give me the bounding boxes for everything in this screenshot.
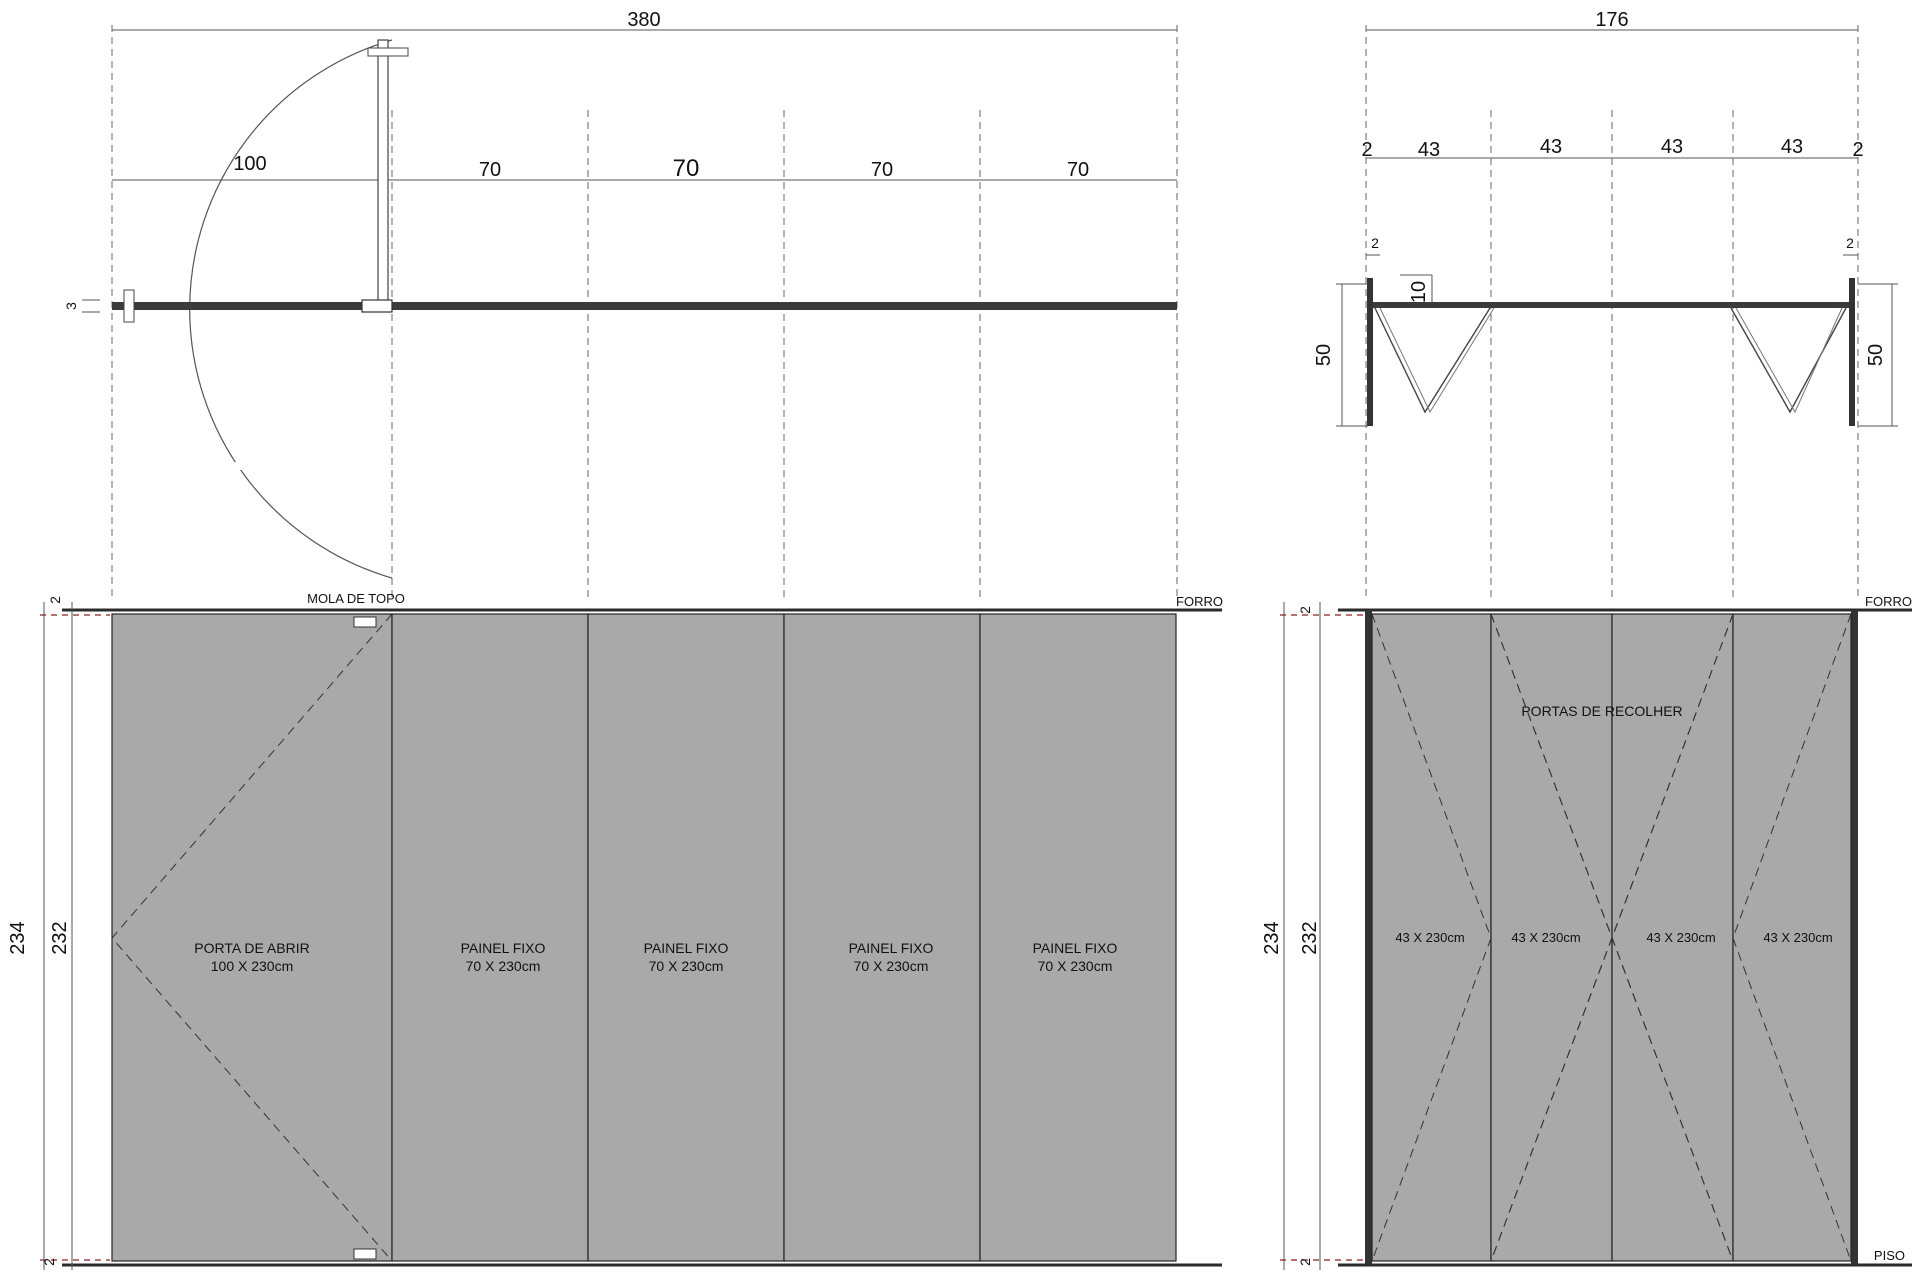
right-offset-label: 10: [1408, 281, 1430, 303]
fixed-panel-1-title: PAINEL FIXO: [461, 940, 546, 956]
glass-track-plan: [112, 302, 1177, 310]
right-floor-label: PISO: [1874, 1248, 1905, 1263]
top-closer-hardware: [353, 616, 377, 628]
fixed-panel-3-size: 70 X 230cm: [854, 958, 929, 974]
right-elevation-post-left: [1365, 610, 1372, 1265]
right-elevation: FORRO PISO PORTAS DE RECOLHER 43 X 230cm…: [1261, 594, 1912, 1270]
right-overall-label: 176: [1595, 9, 1628, 31]
left-total-height-label: 234: [7, 921, 29, 954]
door-swing-indicator: [111, 613, 393, 1262]
segment-label-panel-3: 70: [871, 159, 893, 181]
segment-label-panel-1: 70: [479, 159, 501, 181]
left-top-gap-label: 2: [47, 596, 63, 604]
left-elevation: MOLA DE TOPO FORRO PORTA DE ABRIR 100 X …: [7, 591, 1223, 1270]
right-plan-view: 176 2 43 43 43 43 2 2 2 10 50: [1313, 9, 1898, 600]
fixed-panel-4-size: 70 X 230cm: [1038, 958, 1113, 974]
right-depth-right-label: 50: [1865, 344, 1887, 366]
fixed-panel-2-size: 70 X 230cm: [649, 958, 724, 974]
right-segment-edge-right: 2: [1852, 139, 1863, 161]
left-bottom-gap-label: 2: [41, 1258, 57, 1266]
segment-label-panel-2: 70: [673, 155, 700, 182]
folded-panels-right: [1730, 307, 1847, 414]
folded-panels-left: [1374, 307, 1491, 414]
folding-doors-title: PORTAS DE RECOLHER: [1521, 703, 1682, 719]
overall-width-label: 380: [627, 9, 660, 31]
right-segment-4: 43: [1781, 136, 1803, 158]
right-segment-1: 43: [1418, 139, 1440, 161]
folding-panel-1: [1371, 613, 1492, 1262]
right-panel-height-label: 232: [1299, 921, 1321, 954]
track-thickness-label: 3: [63, 302, 79, 310]
fixed-panel-3-title: PAINEL FIXO: [849, 940, 934, 956]
door-panel-title: PORTA DE ABRIR: [194, 940, 309, 956]
right-post-right-width: 2: [1846, 235, 1854, 251]
segment-label-door: 100: [233, 153, 266, 175]
fixed-panel-4: [979, 613, 1177, 1262]
folding-panel-4: [1732, 613, 1852, 1262]
left-panel-height-label: 232: [49, 921, 71, 954]
right-elevation-post-right: [1851, 610, 1858, 1265]
fixed-panel-3: [783, 613, 981, 1262]
door-hinge-plan: [361, 299, 393, 313]
right-segment-3: 43: [1661, 136, 1683, 158]
folding-panel-3-size: 43 X 230cm: [1646, 930, 1715, 945]
right-segment-edge-left: 2: [1361, 139, 1372, 161]
right-top-gap-label: 2: [1297, 606, 1313, 614]
right-plan-post-left: [1367, 278, 1373, 426]
left-plan-view: 380 100 70 70 70 70 3: [63, 9, 1178, 600]
left-ceiling-label: FORRO: [1176, 594, 1223, 609]
segment-label-panel-4: 70: [1067, 159, 1089, 181]
door-handle-plan: [123, 289, 135, 323]
folding-panel-4-size: 43 X 230cm: [1763, 930, 1832, 945]
top-closer-label: MOLA DE TOPO: [307, 591, 405, 606]
fixed-panel-1-size: 70 X 230cm: [466, 958, 541, 974]
fixed-panel-2-title: PAINEL FIXO: [644, 940, 729, 956]
right-depth-left-label: 50: [1313, 344, 1335, 366]
right-post-left-width: 2: [1371, 235, 1379, 251]
folding-panel-1-size: 43 X 230cm: [1395, 930, 1464, 945]
door-top-pivot: [367, 47, 409, 57]
fixed-panel-4-title: PAINEL FIXO: [1033, 940, 1118, 956]
right-segment-2: 43: [1540, 136, 1562, 158]
fixed-panel-1: [391, 613, 589, 1262]
bottom-pivot-hardware: [353, 1248, 377, 1260]
right-bottom-gap-label: 2: [1297, 1258, 1313, 1266]
fixed-panel-2: [587, 613, 785, 1262]
right-total-height-label: 234: [1261, 921, 1283, 954]
folding-panel-2: [1490, 613, 1613, 1262]
door-panel: [111, 613, 393, 1262]
right-plan-track: [1373, 302, 1849, 308]
right-plan-post-right: [1849, 278, 1855, 426]
open-door-leaf: [377, 39, 389, 311]
folding-panel-3: [1611, 613, 1734, 1262]
folding-panel-2-size: 43 X 230cm: [1511, 930, 1580, 945]
door-panel-size: 100 X 230cm: [211, 958, 294, 974]
right-ceiling-label: FORRO: [1865, 594, 1912, 609]
